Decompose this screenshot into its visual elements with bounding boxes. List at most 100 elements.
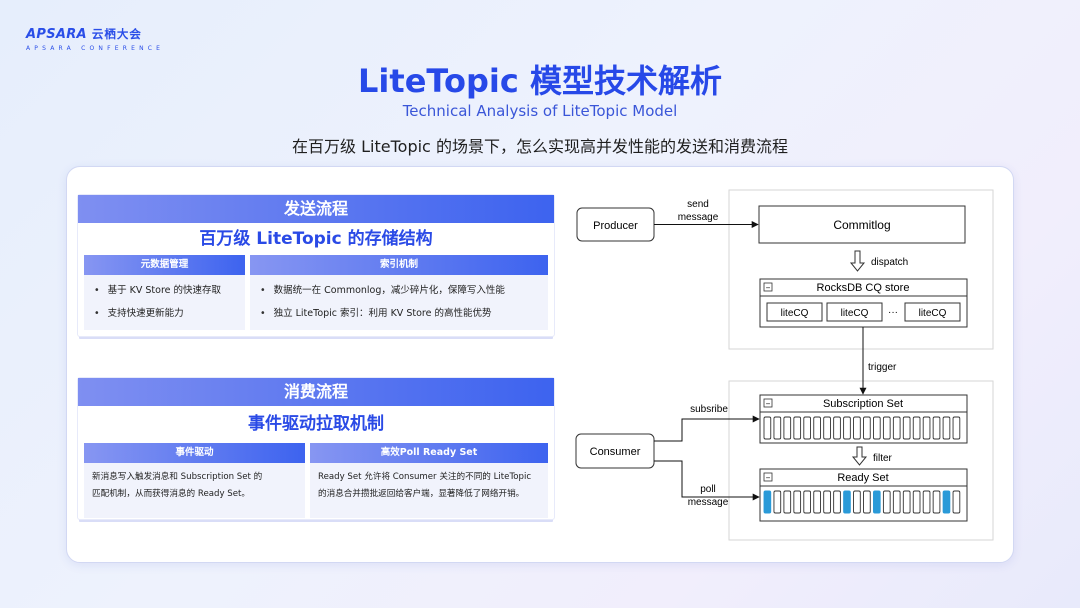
poll-ready-header: 高效Poll Ready Set bbox=[310, 443, 548, 463]
event-driven-column: 事件驱动 新消息写入触发消息和 Subscription Set 的 匹配机制，… bbox=[84, 443, 305, 518]
collapse-icon-glyph: − bbox=[766, 400, 771, 409]
litecq-box bbox=[826, 302, 883, 322]
subscribe-arrow bbox=[654, 415, 760, 442]
queue-slot bbox=[863, 490, 871, 514]
queue-slot bbox=[863, 416, 871, 440]
index-header: 索引机制 bbox=[250, 255, 548, 275]
logo-brand: APSARA bbox=[26, 26, 87, 42]
send-flow-header: 发送流程 bbox=[78, 195, 554, 223]
queue-slot bbox=[843, 416, 851, 440]
index-item: 独立 LiteTopic 索引：利用 KV Store 的高性能优势 bbox=[260, 302, 538, 325]
logo-sub: APSARA CONFERENCE bbox=[26, 45, 165, 52]
queue-slot bbox=[803, 490, 811, 514]
queue-slot bbox=[912, 416, 921, 440]
metadata-column: 元数据管理 基于 KV Store 的快速存取 支持快速更新能力 bbox=[84, 255, 245, 330]
queue-slot bbox=[773, 416, 782, 440]
queue-slot bbox=[823, 490, 831, 514]
queue-slot bbox=[793, 490, 802, 514]
metadata-item: 基于 KV Store 的快速存取 bbox=[94, 279, 235, 302]
queue-slot bbox=[873, 416, 881, 440]
queue-slot bbox=[763, 416, 772, 440]
filter-label: filter bbox=[873, 453, 893, 464]
queue-slot bbox=[952, 416, 961, 440]
dispatch-label: dispatch bbox=[871, 257, 908, 268]
commitlog-label: Commitlog bbox=[833, 218, 890, 232]
litecq-label: liteCQ bbox=[919, 308, 947, 319]
consumer-label: Consumer bbox=[590, 446, 641, 458]
event-driven-line: 新消息写入触发消息和 Subscription Set 的 bbox=[92, 472, 263, 482]
consumer-node bbox=[575, 433, 655, 469]
subscribe-label: subsribe bbox=[690, 404, 728, 415]
queue-slot bbox=[783, 490, 792, 514]
litecq-box bbox=[766, 302, 823, 322]
queue-slot bbox=[813, 490, 821, 514]
queue-slot bbox=[773, 490, 782, 514]
metadata-item: 支持快速更新能力 bbox=[94, 302, 235, 325]
queue-slot bbox=[803, 416, 811, 440]
page-subtitle-cn: 在百万级 LiteTopic 的场景下，怎么实现高并发性能的发送和消费流程 bbox=[292, 137, 788, 156]
consume-flow-header: 消费流程 bbox=[78, 378, 554, 406]
metadata-body: 基于 KV Store 的快速存取 支持快速更新能力 bbox=[84, 275, 245, 330]
litecq-label: liteCQ bbox=[841, 308, 869, 319]
apsara-logo: APSARA 云栖大会 APSARA CONFERENCE bbox=[26, 26, 165, 53]
poll-ready-line: Ready Set 允许将 Consumer 关注的不同的 LiteTopic bbox=[318, 472, 532, 482]
queue-slot bbox=[902, 416, 911, 440]
collapse-icon bbox=[763, 398, 773, 408]
send-label: send bbox=[687, 199, 709, 210]
queue-slot bbox=[952, 490, 961, 514]
ready-slot-filled bbox=[843, 490, 851, 514]
litecq-ellipsis: ··· bbox=[888, 307, 898, 318]
send-flow-subtitle: 百万级 LiteTopic 的存储结构 bbox=[199, 229, 433, 249]
poll-message-arrow bbox=[654, 460, 760, 501]
collapse-icon bbox=[763, 472, 773, 482]
queue-slot bbox=[902, 490, 911, 514]
litecq-label: liteCQ bbox=[781, 308, 809, 319]
index-item: 数据统一在 Commonlog，减少碎片化，保障写入性能 bbox=[260, 279, 538, 302]
queue-slot bbox=[793, 416, 802, 440]
ready-set-label: Ready Set bbox=[837, 472, 888, 484]
queue-slot bbox=[942, 416, 951, 440]
index-body: 数据统一在 Commonlog，减少碎片化，保障写入性能 独立 LiteTopi… bbox=[250, 275, 548, 330]
queue-slot bbox=[833, 490, 841, 514]
send-message-label: message bbox=[678, 212, 719, 223]
subscription-slots bbox=[763, 416, 961, 440]
collapse-icon-glyph: − bbox=[766, 284, 771, 293]
commitlog-node bbox=[758, 205, 966, 244]
dispatch-arrow bbox=[849, 250, 866, 272]
poll-ready-body: Ready Set 允许将 Consumer 关注的不同的 LiteTopic … bbox=[310, 463, 548, 518]
consume-flow-card: 消费流程 事件驱动拉取机制 事件驱动 新消息写入触发消息和 Subscripti… bbox=[78, 378, 554, 519]
queue-slot bbox=[783, 416, 792, 440]
page-subtitle-en: Technical Analysis of LiteTopic Model bbox=[402, 102, 678, 120]
event-driven-line: 匹配机制，从而获得消息的 Ready Set。 bbox=[92, 489, 250, 499]
filter-arrow bbox=[851, 446, 868, 466]
collapse-icon-glyph: − bbox=[766, 474, 771, 483]
consume-flow-subtitle: 事件驱动拉取机制 bbox=[248, 414, 384, 434]
poll-ready-line: 的消息合并攒批返回给客户端，显著降低了网络开销。 bbox=[318, 489, 525, 499]
poll-ready-column: 高效Poll Ready Set Ready Set 允许将 Consumer … bbox=[310, 443, 548, 518]
producer-label: Producer bbox=[593, 220, 638, 232]
queue-slot bbox=[892, 490, 901, 514]
litecq-box bbox=[904, 302, 961, 322]
trigger-label: trigger bbox=[868, 362, 897, 373]
poll-label: poll bbox=[700, 484, 716, 495]
metadata-header: 元数据管理 bbox=[84, 255, 245, 275]
page-title: LiteTopic 模型技术解析 bbox=[358, 62, 722, 100]
queue-slot bbox=[823, 416, 831, 440]
poll-message-label: message bbox=[688, 497, 729, 508]
event-driven-body: 新消息写入触发消息和 Subscription Set 的 匹配机制，从而获得消… bbox=[84, 463, 305, 518]
ready-slot-filled bbox=[763, 490, 772, 514]
queue-slot bbox=[922, 490, 931, 514]
queue-slot bbox=[853, 490, 861, 514]
queue-slot bbox=[833, 416, 841, 440]
queue-slot bbox=[882, 416, 891, 440]
ready-slots bbox=[763, 490, 961, 514]
queue-slot bbox=[882, 490, 891, 514]
send-flow-card: 发送流程 百万级 LiteTopic 的存储结构 元数据管理 基于 KV Sto… bbox=[78, 195, 554, 336]
queue-slot bbox=[892, 416, 901, 440]
event-driven-header: 事件驱动 bbox=[84, 443, 305, 463]
index-column: 索引机制 数据统一在 Commonlog，减少碎片化，保障写入性能 独立 Lit… bbox=[250, 255, 548, 330]
subscription-set-label: Subscription Set bbox=[823, 398, 903, 410]
ready-slot-filled bbox=[942, 490, 951, 514]
rocksdb-label: RocksDB CQ store bbox=[817, 282, 910, 294]
